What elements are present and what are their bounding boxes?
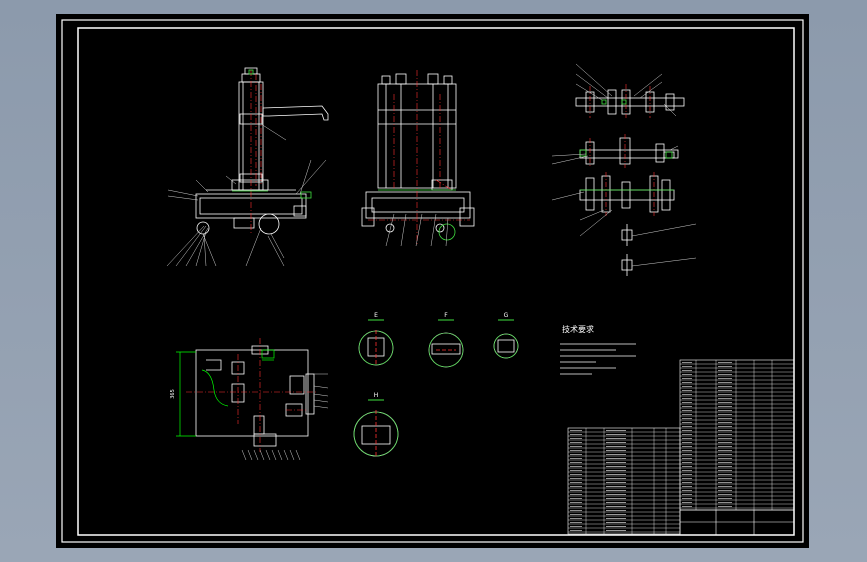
section-label-h: H: [374, 392, 379, 399]
tech-requirements-title: 技术要求: [562, 324, 594, 334]
section-label-g: G: [504, 312, 509, 319]
plan-view-leaders: [241, 373, 329, 461]
outer-border: [61, 19, 804, 543]
front-view-highlight: [378, 189, 456, 241]
cad-drawing: 365: [61, 19, 804, 543]
side-view-leaders: [166, 123, 327, 267]
side-view: [195, 67, 329, 235]
part-views: [575, 89, 685, 276]
parts-table-text: [570, 362, 732, 531]
inner-border: [77, 27, 795, 536]
plan-view-dimension: [176, 349, 275, 437]
section-marks: [368, 319, 514, 401]
drawing-viewport[interactable]: 365: [56, 14, 809, 548]
front-view-leaders: [385, 213, 449, 247]
section-views: [353, 330, 519, 458]
front-view-centerlines: [368, 70, 470, 244]
parts-table-grid: [568, 360, 794, 534]
side-view-highlight: [232, 69, 312, 199]
part-views-leaders: [551, 63, 697, 267]
plan-view: [195, 345, 315, 447]
side-view-centerlines: [250, 70, 262, 234]
tech-requirements-lines: [560, 343, 636, 375]
section-label-e: E: [374, 312, 378, 319]
plan-dimension-text: 365: [170, 389, 176, 399]
plan-view-centerlines: [186, 338, 316, 452]
part-views-highlight: [579, 99, 674, 191]
section-label-f: F: [444, 312, 448, 319]
front-view: [361, 73, 475, 233]
parts-list-right: [679, 359, 795, 536]
